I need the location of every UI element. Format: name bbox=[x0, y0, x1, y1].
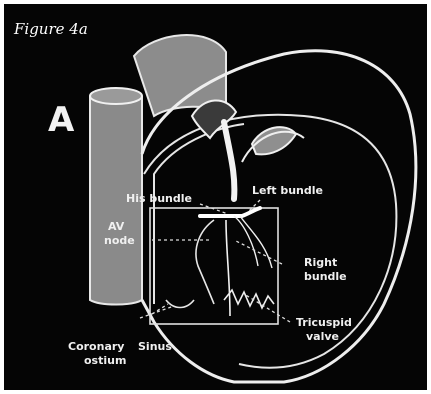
label-tricuspid-line2: valve bbox=[306, 330, 339, 343]
vena-cava-top bbox=[90, 88, 142, 104]
label-right-line2: bundle bbox=[304, 270, 347, 283]
leader-sinus bbox=[152, 304, 168, 314]
label-left-bundle: Left bundle bbox=[252, 184, 323, 197]
label-sinus: Sinus bbox=[138, 340, 172, 353]
label-coronary-line1: Coronary bbox=[68, 340, 124, 353]
label-av-line1: AV bbox=[108, 220, 125, 233]
right-bundle-branch bbox=[226, 220, 230, 316]
label-av-line2: node bbox=[104, 234, 135, 247]
tricuspid-line bbox=[224, 290, 274, 308]
label-right-line1: Right bbox=[304, 256, 337, 269]
heart-diagram: His bundle Left bundle AV node Right bun… bbox=[4, 4, 427, 390]
label-coronary-line2: ostium bbox=[84, 354, 126, 367]
av-node-curve bbox=[196, 220, 214, 304]
leader-right bbox=[234, 240, 282, 264]
leader-his bbox=[200, 204, 228, 214]
label-tricuspid-line1: Tricuspid bbox=[296, 316, 352, 329]
left-bundle-fan bbox=[234, 216, 272, 268]
panel-letter: A bbox=[48, 100, 75, 140]
label-his-bundle: His bundle bbox=[126, 192, 192, 205]
conduction-box bbox=[150, 208, 278, 324]
figure-caption: Figure 4a bbox=[14, 20, 88, 38]
sinus-ostium bbox=[166, 300, 194, 308]
septum-spur bbox=[224, 122, 234, 199]
heart-outline bbox=[142, 51, 416, 382]
figure-frame: His bundle Left bundle AV node Right bun… bbox=[4, 4, 427, 390]
